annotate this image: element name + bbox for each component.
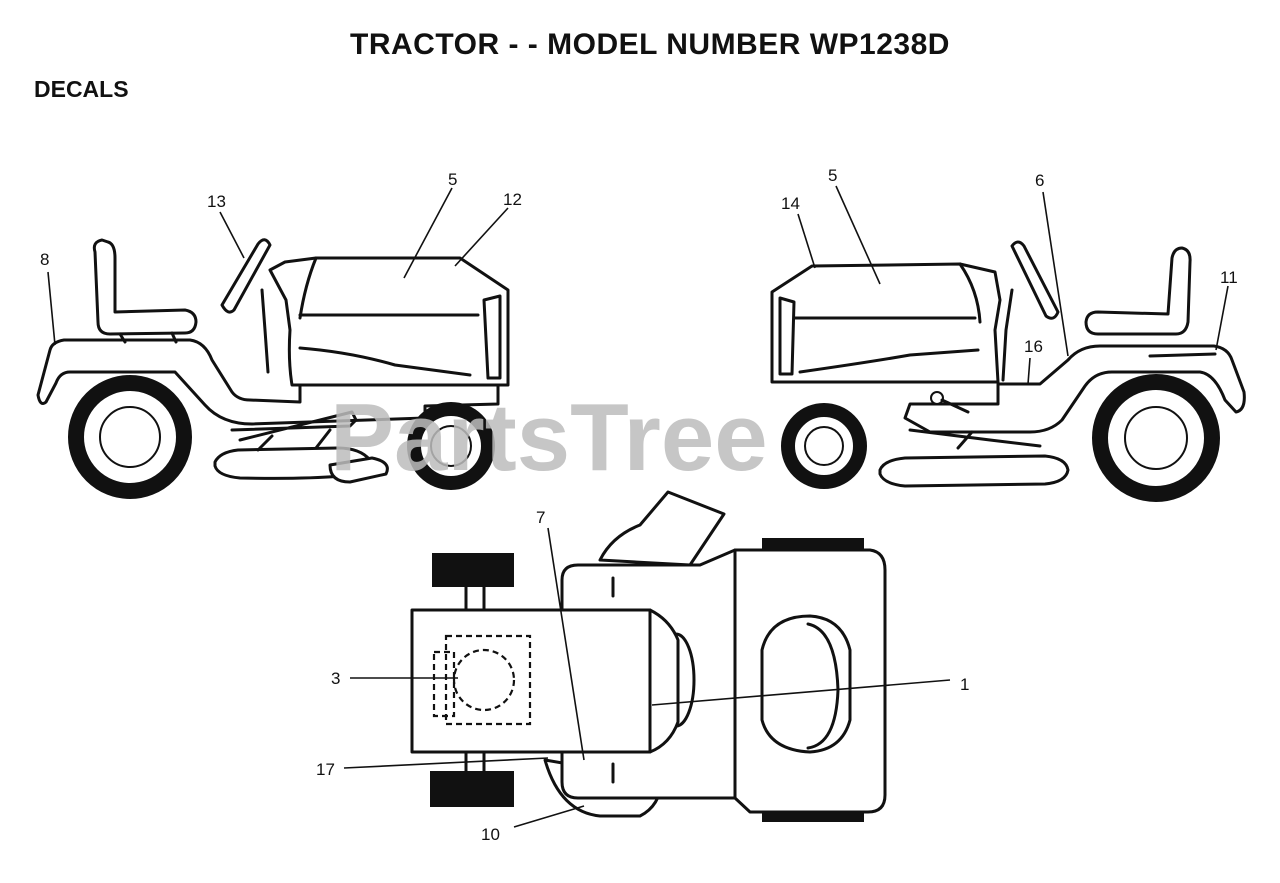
front-tire-top-left (432, 553, 514, 587)
hood-decal-circle (452, 648, 516, 712)
leader-6 (1042, 191, 1069, 357)
seat-top-view (760, 614, 852, 754)
discharge-chute (598, 490, 726, 567)
front-hub-left (430, 425, 472, 467)
leader-7 (547, 527, 585, 761)
deck-chute-left (328, 456, 389, 484)
leader-12 (454, 207, 509, 267)
callout-5-right: 5 (828, 166, 837, 185)
steering-column-right (1001, 288, 1014, 382)
deck-lift-left (230, 410, 358, 452)
rear-wheel-left (68, 375, 192, 499)
leader-1 (651, 679, 951, 706)
hood-front-right (778, 296, 796, 376)
leader-5-left (403, 187, 453, 279)
rear-fender-right (903, 344, 1246, 434)
tractor-top-view: 3 1 7 17 10 (316, 490, 969, 844)
rear-hub-right (1124, 406, 1188, 470)
front-tire-bottom-left (430, 771, 514, 807)
callout-6: 6 (1035, 171, 1044, 190)
callout-16: 16 (1024, 337, 1043, 356)
rear-hub-left (99, 406, 161, 468)
front-wheel-left (407, 402, 495, 490)
leader-11 (1215, 285, 1229, 351)
callout-12: 12 (503, 190, 522, 209)
leader-10 (513, 805, 585, 828)
callout-7: 7 (536, 508, 545, 527)
leader-8 (47, 271, 56, 346)
callout-1: 1 (960, 675, 969, 694)
callout-3: 3 (331, 669, 340, 688)
steering-column-left (260, 288, 270, 374)
leader-13 (219, 211, 245, 259)
leader-17 (343, 757, 549, 769)
lift-lever-right (940, 398, 970, 414)
front-wheel-right (781, 403, 867, 489)
callout-14: 14 (781, 194, 800, 213)
hood-side-line-right (793, 316, 980, 374)
section-title: DECALS (34, 76, 129, 102)
fender-decal-line-right (1148, 352, 1217, 358)
steering-wheel-right (1010, 240, 1060, 320)
hood-seam-right (958, 262, 982, 324)
leader-5-right (835, 185, 881, 285)
steering-wheel-left (220, 238, 272, 314)
callout-11: 11 (1220, 268, 1238, 287)
deck-lift-right (908, 428, 1042, 450)
seat-post-left (118, 331, 178, 344)
tractor-left-side-view: 8 13 5 12 (36, 170, 522, 499)
callout-5-left: 5 (448, 170, 457, 189)
callout-13: 13 (207, 192, 226, 211)
lift-knob-right (930, 391, 944, 405)
hood-right (770, 262, 1002, 384)
leader-16 (1027, 357, 1031, 385)
watermark-text: PartsTree (330, 384, 768, 491)
callout-10: 10 (481, 825, 500, 844)
seat-right (1084, 246, 1192, 336)
seat-left (92, 238, 198, 336)
hood-seam-left (298, 256, 318, 320)
front-hub-right (804, 426, 844, 466)
hood-side-line-left (298, 313, 480, 377)
tractor-right-side-view: 14 5 6 16 11 (770, 166, 1246, 502)
leader-14 (797, 213, 816, 269)
hood-decal-outline (444, 634, 532, 726)
mower-deck-right (878, 454, 1070, 488)
page-title: TRACTOR - - MODEL NUMBER WP1238D (350, 28, 950, 61)
hood-top-view (410, 608, 680, 754)
hood-front-left (482, 294, 502, 380)
callout-17: 17 (316, 760, 335, 779)
rear-wheel-right (1092, 374, 1220, 502)
callout-8: 8 (40, 250, 49, 269)
hood-left (268, 256, 510, 387)
rear-tire-top (762, 538, 864, 550)
